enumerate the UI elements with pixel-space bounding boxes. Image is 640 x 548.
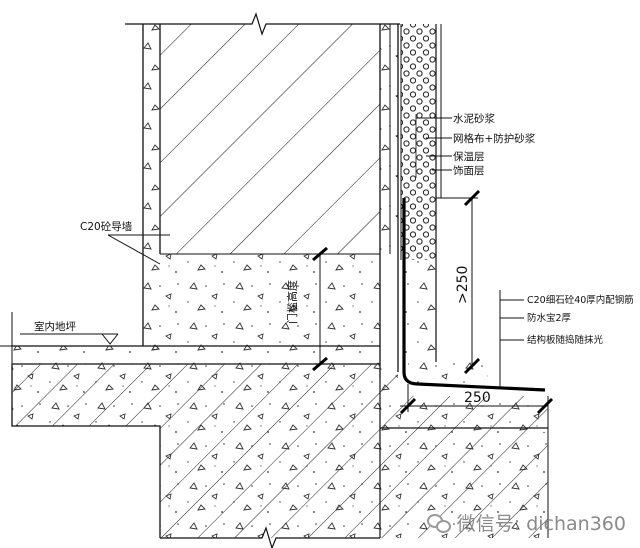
indoor-floor-line bbox=[0, 312, 119, 347]
waterproof-membrane bbox=[402, 198, 546, 392]
structural-slab bbox=[11, 364, 549, 538]
masonry-wall bbox=[159, 24, 381, 255]
break-mark-top bbox=[125, 12, 400, 36]
label-insulation: 保温层 bbox=[453, 150, 485, 163]
label-threshold: 门槛高度 bbox=[285, 280, 299, 324]
label-waterproofing: 防水宝2厚 bbox=[527, 312, 572, 324]
label-structural-slab: 结构板随捣随抹光 bbox=[527, 334, 604, 346]
label-dim-vertical: >250 bbox=[455, 266, 471, 304]
label-guide-wall: C20砼导墙 bbox=[80, 220, 133, 233]
label-mesh-mortar: 网格布+防护砂浆 bbox=[453, 132, 536, 145]
label-cement-mortar: 水泥砂浆 bbox=[453, 112, 495, 125]
threshold-dimension bbox=[312, 246, 328, 372]
leader-lines bbox=[107, 114, 524, 388]
label-dim-horizontal: 250 bbox=[464, 390, 491, 406]
plaster-layers bbox=[142, 24, 399, 372]
watermark-text: 微信号: dichan360 bbox=[456, 513, 626, 535]
insulation-layers bbox=[400, 24, 442, 362]
level-triangle-icon bbox=[101, 333, 119, 345]
break-mark-bottom bbox=[160, 526, 380, 548]
horizontal-dimension bbox=[399, 384, 554, 415]
label-fine-concrete: C20细石砼40厚内配钢筋 bbox=[527, 294, 634, 306]
label-indoor-floor: 室内地坪 bbox=[34, 320, 76, 333]
label-finish: 饰面层 bbox=[453, 164, 485, 177]
fine-concrete-layer bbox=[403, 260, 488, 384]
watermark: 微信号: dichan360 bbox=[426, 509, 626, 536]
vertical-dimension bbox=[436, 189, 481, 375]
guide-wall bbox=[160, 254, 381, 378]
wechat-icon bbox=[426, 513, 451, 533]
